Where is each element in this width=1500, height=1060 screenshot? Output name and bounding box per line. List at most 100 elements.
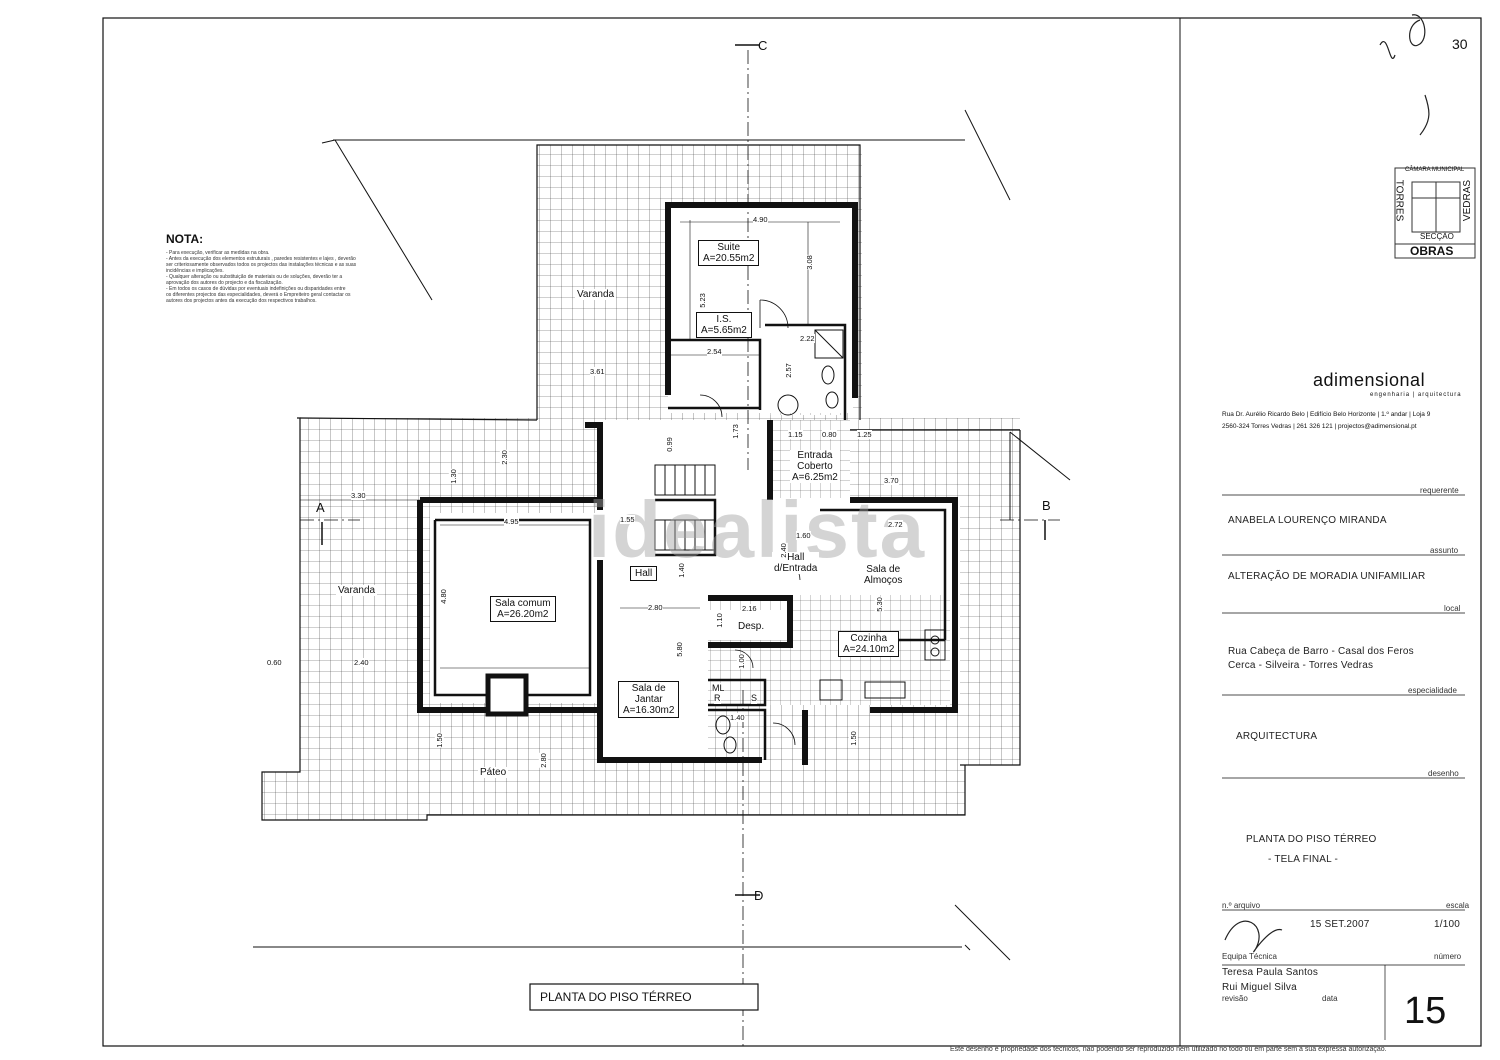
- dim-240-b: 2.40: [354, 658, 369, 667]
- label-especialidade: especialidade: [1408, 686, 1457, 695]
- stamp-left: TORRES: [1393, 179, 1405, 222]
- room-suite-name: Suite: [717, 242, 741, 253]
- room-sala-jantar-name1: Sala de: [631, 683, 666, 694]
- room-sala-jantar-area: A=16.30m2: [623, 705, 675, 716]
- room-sala-comum: Sala comum A=26.20m2: [490, 596, 556, 622]
- value-local1: Rua Cabeça de Barro - Casal dos Feros: [1228, 646, 1414, 657]
- company-address1: Rua Dr. Aurélio Ricardo Belo | Edifício …: [1222, 411, 1431, 418]
- dim-523: 5.23: [697, 293, 707, 308]
- room-entrada-sub: Coberto: [797, 461, 833, 472]
- value-desenho1: PLANTA DO PISO TÉRREO: [1246, 834, 1377, 845]
- note-line: os diferentes projectos das especialidad…: [166, 292, 351, 298]
- dim-150-b: 1.50: [848, 731, 858, 746]
- dim-370: 3.70: [884, 476, 899, 485]
- label-assunto: assunto: [1430, 546, 1459, 555]
- room-sala-almocos-name1: Sala de: [866, 564, 901, 575]
- stamp-bottom1: SECÇÃO: [1420, 232, 1454, 241]
- room-sala-jantar: Sala de Jantar A=16.30m2: [618, 681, 680, 718]
- axis-a: A: [316, 500, 325, 515]
- value-especialidade: ARQUITECTURA: [1236, 731, 1318, 742]
- dim-222: 2.22: [800, 334, 815, 343]
- dim-330: 3.30: [351, 491, 366, 500]
- label-pateo: Páteo: [478, 767, 509, 778]
- title-block-lines: [1222, 494, 1465, 1040]
- note-line: autores dos projectos antes da execução …: [166, 298, 317, 304]
- stamp-bottom2: OBRAS: [1410, 244, 1454, 258]
- label-revisao: revisão: [1222, 994, 1248, 1003]
- room-sala-almocos-name2: Almoços: [864, 575, 903, 586]
- footer-disclaimer: Este desenho é propriedade dos técnicos,…: [950, 1046, 1387, 1053]
- plan-caption: PLANTA DO PISO TÉRREO: [540, 990, 692, 1004]
- note-line: aprovação dos autores do projecto e da f…: [166, 280, 283, 286]
- site-boundary: [253, 109, 1071, 961]
- dim-125: 1.25: [857, 430, 872, 439]
- label-numero: número: [1434, 952, 1462, 961]
- note-line: - Em todos os casos de dúvidas por event…: [166, 286, 346, 292]
- room-sala-almocos: Sala de Almoços: [862, 564, 905, 586]
- label-varanda-top: Varanda: [575, 289, 617, 300]
- room-sala-comum-name: Sala comum: [495, 598, 551, 609]
- dim-480: 4.80: [438, 589, 448, 604]
- label-s: S: [751, 693, 758, 704]
- dim-280: 2.80: [648, 603, 663, 612]
- room-hall: Hall: [630, 566, 658, 581]
- room-suite: Suite A=20.55m2: [698, 240, 760, 266]
- axis-b: B: [1042, 498, 1051, 513]
- dim-080: 0.80: [822, 430, 837, 439]
- walls: [417, 202, 958, 765]
- sheet-corner-number: 30: [1452, 36, 1468, 52]
- value-local2: Cerca - Silveira - Torres Vedras: [1228, 660, 1374, 671]
- dim-110: 1.10: [714, 613, 724, 628]
- label-local: local: [1444, 604, 1461, 613]
- room-hall-entrada-name: Hall: [787, 552, 805, 563]
- dim-100: 1.00: [736, 654, 746, 669]
- room-is: I.S. A=5.65m2: [696, 312, 752, 338]
- dim-099: 0.99: [664, 437, 674, 452]
- dim-257: 2.57: [783, 363, 793, 378]
- label-data: data: [1322, 994, 1338, 1003]
- label-requerente: requerente: [1420, 486, 1459, 495]
- axis-d: D: [754, 888, 764, 903]
- dim-280-b: 2.80: [538, 753, 548, 768]
- note-line: - Para execução, verificar as medidas na…: [166, 250, 270, 256]
- note-line: - Antes da execução dos elementos estrut…: [166, 256, 356, 262]
- company-tagline: engenharia | arquitectura: [1370, 392, 1462, 398]
- dim-150-a: 1.50: [434, 733, 444, 748]
- note-line: - Qualquer alteração ou substituição de …: [166, 274, 343, 280]
- dim-495: 4.95: [504, 517, 519, 526]
- room-cozinha: Cozinha A=24.10m2: [838, 631, 900, 657]
- terrace-outline: [261, 144, 1021, 821]
- label-arquivo: n.º arquivo: [1222, 901, 1261, 910]
- dim-272: 2.72: [888, 520, 903, 529]
- room-entrada: Entrada Coberto A=6.25m2: [790, 450, 840, 483]
- value-member1: Teresa Paula Santos: [1222, 967, 1319, 978]
- value-requerente: ANABELA LOURENÇO MIRANDA: [1228, 515, 1387, 526]
- label-varanda-left: Varanda: [336, 585, 378, 596]
- label-ml: ML: [712, 683, 725, 694]
- dim-254: 2.54: [707, 347, 722, 356]
- room-hall-entrada-sub: d/Entrada: [774, 563, 818, 574]
- stamp-top: CÂMARA MUNICIPAL: [1405, 167, 1465, 173]
- room-entrada-area: A=6.25m2: [792, 472, 838, 483]
- dim-130: 1.30: [448, 469, 458, 484]
- room-sala-jantar-name2: Jantar: [634, 694, 663, 705]
- value-desenho2: - TELA FINAL -: [1268, 854, 1339, 865]
- dim-580: 5.80: [674, 642, 684, 657]
- notes-title: NOTA:: [166, 232, 204, 246]
- label-r: R: [714, 693, 721, 704]
- label-desenho: desenho: [1428, 769, 1459, 778]
- watermark: idealista: [588, 485, 927, 574]
- label-escala: escala: [1446, 901, 1470, 910]
- notes-block: - Para execução, verificar as medidas na…: [166, 250, 371, 304]
- dim-308: 3.08: [804, 255, 814, 270]
- municipal-stamp: [1394, 167, 1476, 259]
- value-date: 15 SET.2007: [1310, 919, 1370, 930]
- value-assunto: ALTERAÇÃO DE MORADIA UNIFAMILIAR: [1228, 571, 1426, 582]
- axis-c: C: [758, 38, 768, 53]
- stamp-right: VEDRAS: [1462, 179, 1474, 222]
- dim-173: 1.73: [730, 424, 740, 439]
- room-cozinha-name: Cozinha: [850, 633, 888, 644]
- note-line: ser criteriosamente observados todos os …: [166, 262, 357, 268]
- room-cozinha-area: A=24.10m2: [843, 644, 895, 655]
